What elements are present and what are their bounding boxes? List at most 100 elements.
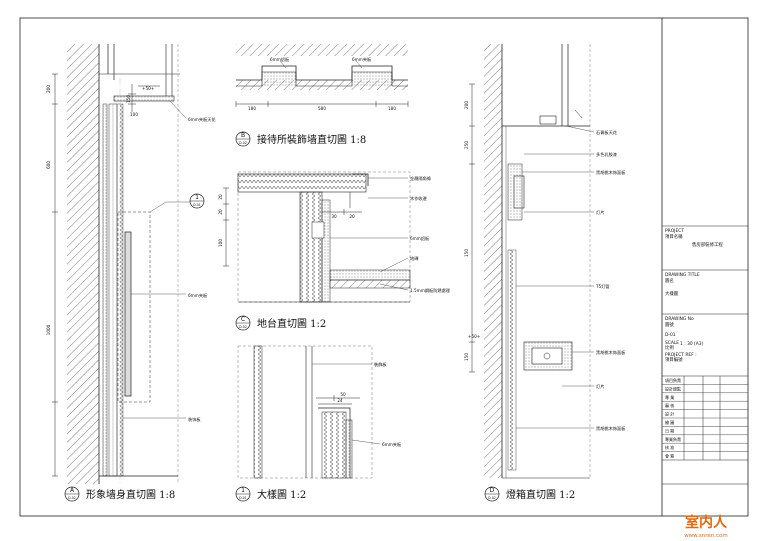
dim-a-mid: 600 — [46, 161, 51, 169]
dim-a-t3: 100 — [130, 112, 138, 117]
dim-d5: +50+ — [468, 334, 481, 339]
drawing-title-label: DRAWING TITLE — [665, 272, 700, 278]
section-d-label: D D-02 燈箱直切圖 1:2 — [484, 486, 575, 502]
note-d-wood3: 黑胡桃木饰面板 — [596, 425, 626, 432]
note-b-left: 6mm鋁板 — [270, 56, 290, 63]
dim-a-top: 200 — [46, 85, 51, 93]
sheet-border — [19, 17, 749, 517]
note-d-wood1: 黑胡桃木饰面板 — [596, 169, 626, 176]
title-block-row-label: 會 簽 — [665, 453, 674, 459]
title-block — [662, 225, 748, 485]
project-sub: 項目名稱 — [665, 233, 683, 240]
section-a-letter: A — [70, 487, 75, 494]
section-b-ref: D-02 — [239, 141, 247, 145]
title-block-row-label: 日 期 — [665, 427, 674, 433]
section-c-title: 地台直切圖 1:2 — [257, 317, 326, 330]
dim-c3: 100 — [218, 239, 223, 247]
note-c-metal: 金屬隔角條 — [410, 175, 432, 182]
title-block-row-label: 設計總監 — [665, 385, 681, 391]
drawing-title: 大樣圖 — [665, 290, 679, 297]
dim-b1: 180 — [248, 106, 256, 111]
project-ref-sub: 項目編號 — [665, 356, 683, 363]
dim-c5: 20 — [349, 214, 355, 219]
note-d-ceiling: 石膏板天花 — [596, 129, 617, 136]
note-c-floor: 地磚 — [410, 255, 419, 261]
dim-e1: 50 — [340, 392, 346, 397]
dim-d2: 250 — [464, 141, 469, 149]
dim-c4: 30 — [331, 214, 337, 219]
dim-d1: 200 — [464, 101, 469, 109]
title-block-row-label: 核 准 — [665, 444, 674, 450]
detail-1-label: 1 D-01 大樣圖 1:2 — [235, 486, 306, 502]
detail-1-title: 大樣圖 1:2 — [257, 488, 306, 501]
note-a-panel: 装饰板 — [188, 416, 201, 423]
drawing-no-label: DRAWING No — [665, 316, 694, 322]
note-c-wood: 木作收邊 — [410, 195, 428, 202]
section-a-ref: D-02 — [68, 496, 76, 500]
detail-callout-1: 1 D-01 — [189, 193, 205, 209]
dim-a-t2: 150 — [126, 95, 131, 103]
callout-1-number: 1 — [195, 194, 199, 201]
detail-1-number: 1 — [241, 487, 245, 494]
title-block-row-label: 審 核 — [665, 402, 674, 408]
project-name: 售房部裝修工程 — [692, 241, 723, 248]
section-a-drawing — [52, 44, 190, 484]
title-block-row-label: 項目負責 — [665, 377, 681, 383]
section-c-letter: C — [241, 316, 245, 323]
section-a-label: A D-02 形象墙身直切圖 1:8 — [64, 486, 175, 502]
note-d-t5: T5灯管 — [595, 283, 610, 290]
note-e-ply: 6mm夹板 — [382, 441, 402, 448]
dim-e2: 24 — [337, 398, 343, 403]
drawing-no-sub: 圖號 — [665, 321, 674, 328]
section-a-title: 形象墙身直切圖 1:8 — [86, 488, 175, 501]
wall-hatch — [236, 44, 408, 56]
note-d-latex: 多色乳胶漆 — [596, 151, 617, 158]
detail-1-ref: D-01 — [239, 496, 247, 500]
note-b-right: 6mm夹板 — [352, 56, 372, 63]
dim-b3: 180 — [388, 106, 396, 111]
project-ref-label: PROJECT REF : — [665, 352, 697, 358]
dim-b2: 580 — [318, 106, 326, 111]
watermark-logo: 室内人 — [685, 514, 728, 531]
section-b-letter: B — [241, 132, 245, 139]
title-block-row-label: 設 計 — [665, 411, 674, 417]
detail-1-drawing — [237, 345, 381, 479]
note-d-light2: 灯片 — [596, 383, 604, 390]
note-a-ply: 6mm夹板 — [188, 292, 208, 299]
dim-d4: 150 — [464, 353, 469, 361]
drawing-no: D-01 — [665, 332, 676, 338]
dim-a-t1: +50+ — [142, 86, 155, 91]
title-block-row-label: 專業負責 — [665, 436, 681, 442]
wall-hatch — [67, 44, 99, 484]
section-b-drawing — [235, 44, 409, 107]
section-d-letter: D — [490, 487, 495, 494]
section-c-ref: D-02 — [239, 325, 247, 329]
scale-label: SCALE — [665, 340, 679, 346]
dim-c2: 20 — [218, 209, 223, 215]
section-c-drawing — [223, 171, 411, 303]
section-c-label: C D-02 地台直切圖 1:2 — [235, 315, 326, 331]
title-block-row-label: 繪 圖 — [665, 419, 674, 425]
project-label: PROJECT — [665, 228, 684, 234]
watermark-url: www.snren.com — [684, 533, 728, 539]
section-d-drawing — [469, 44, 595, 479]
dim-c1: 20 — [218, 194, 223, 200]
section-d-title: 燈箱直切圖 1:2 — [506, 488, 575, 501]
note-c-tile: 1.5mm鋼板防銹處理 — [410, 287, 451, 294]
note-d-wood2: 黑胡桃木饰面板 — [596, 349, 626, 356]
dim-a-bottom: 1000 — [46, 324, 51, 335]
scale-value: 1 : 30 (A3) — [680, 341, 704, 347]
section-b-title: 接待所裝飾墙直切圖 1:8 — [257, 133, 366, 146]
dim-d3: 150 — [464, 249, 469, 257]
note-c-ply: 6mm鋁板 — [410, 235, 430, 242]
note-a-ceiling: 6mm夹板天花 — [188, 116, 216, 123]
note-e-panel: 裝飾板 — [374, 361, 387, 368]
drawing-title-sub: 圖名 — [665, 277, 674, 284]
callout-1-ref: D-01 — [193, 203, 201, 207]
wall-hatch — [484, 44, 502, 478]
scale-sub: 比例 — [665, 344, 674, 351]
title-block-row-label: 專 業 — [665, 394, 674, 400]
section-d-ref: D-02 — [488, 496, 496, 500]
